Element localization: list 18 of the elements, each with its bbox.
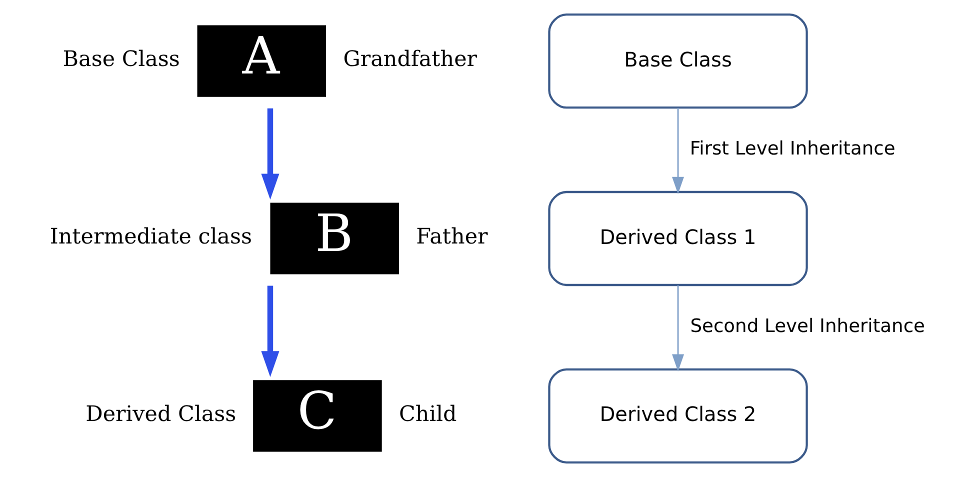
node-box: Derived Class 2 [548, 368, 808, 464]
edge-label: Second Level Inheritance [690, 316, 924, 338]
arrow [672, 285, 684, 372]
node-box: C [252, 380, 382, 452]
node-label: Derived Class [85, 402, 236, 427]
arrow [260, 108, 279, 200]
node-box: Derived Class 1 [548, 190, 808, 286]
node-box: B [270, 202, 399, 274]
node-label: Grandfather [342, 47, 477, 72]
edge-label: First Level Inheritance [689, 138, 895, 160]
node-label: Child [398, 402, 456, 427]
arrow [672, 108, 684, 194]
arrow [260, 286, 279, 377]
node-label: Father [416, 224, 488, 250]
node-box: A [196, 25, 326, 97]
node-label: Intermediate class [49, 224, 252, 250]
node-label: Base Class [62, 47, 180, 72]
node-box: Base Class [548, 14, 808, 109]
